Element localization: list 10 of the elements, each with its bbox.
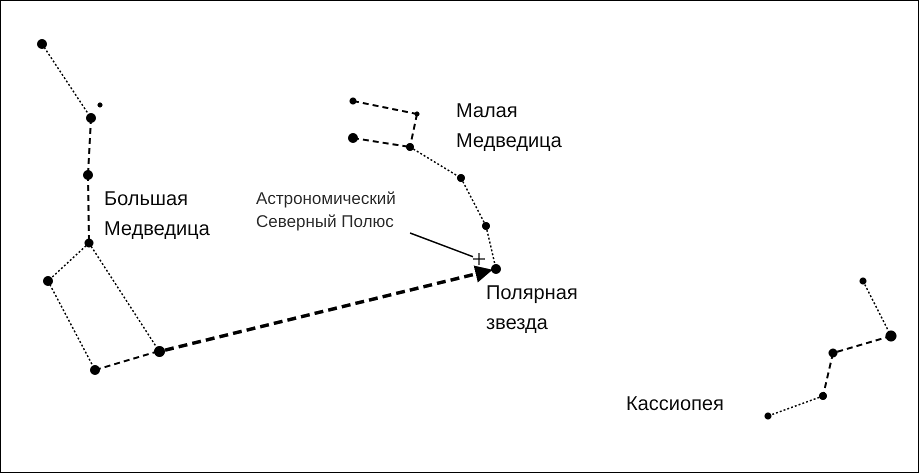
- constellation-name: Малая Медведица: [456, 99, 563, 154]
- star-dot: [154, 346, 165, 357]
- pole-label: Астрономический Северный Полюс: [256, 187, 442, 233]
- leader-line: [410, 232, 474, 258]
- constellation-name: Большая Медведица: [104, 187, 211, 242]
- arrow: [164, 265, 493, 352]
- constellation-name: Кассиопея: [626, 392, 725, 417]
- star-dot: [491, 264, 501, 274]
- star-name: Полярная звезда: [486, 281, 579, 336]
- cross-mark: [473, 253, 485, 265]
